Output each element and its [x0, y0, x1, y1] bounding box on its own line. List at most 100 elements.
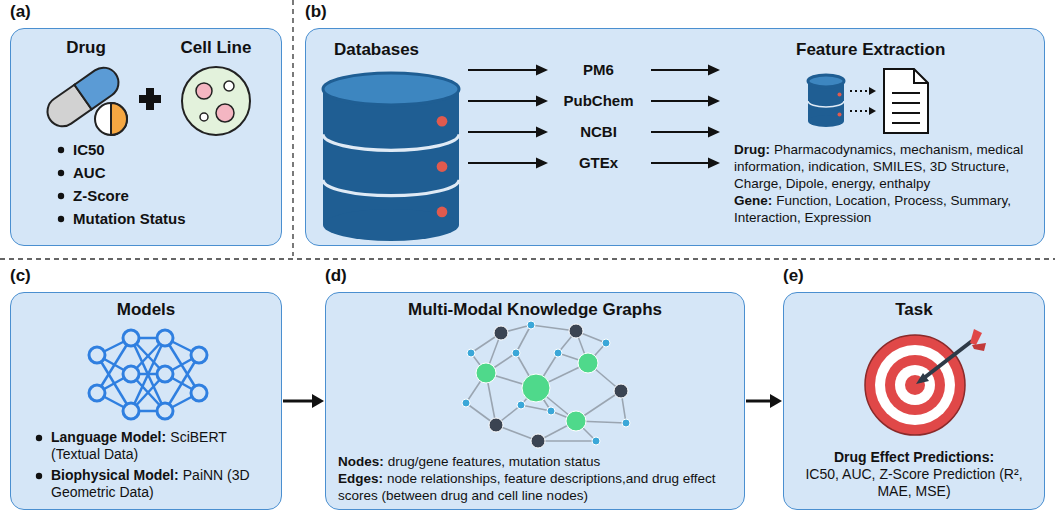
connector-line [283, 400, 312, 403]
database-icon [323, 89, 459, 225]
document-line [892, 112, 920, 114]
text-line: Databases [334, 41, 419, 58]
target-ring [875, 345, 955, 425]
cell-organelle [224, 81, 234, 91]
arrowhead [312, 394, 324, 408]
text-line: Models [11, 301, 281, 318]
text-block: Multi-Modal Knowledge Graphs [326, 301, 744, 318]
heading-text: Gene: [734, 193, 772, 208]
graph-node [512, 349, 520, 357]
arrow-line [468, 131, 546, 133]
text-block: (e) [783, 267, 804, 284]
database-light [437, 116, 448, 127]
network-neuron [191, 347, 207, 363]
graph-node [592, 437, 600, 445]
capsule-half [74, 62, 124, 110]
cell-organelle [216, 104, 234, 122]
network-neuron [157, 330, 173, 346]
heading-text: Language Model: [51, 429, 166, 445]
graph-node [489, 418, 503, 432]
document-line [892, 92, 920, 94]
heading-text: Multi-Modal Knowledge Graphs [408, 300, 662, 319]
database-light [437, 161, 448, 172]
small-database-icon [808, 115, 844, 127]
text-block: (c) [10, 267, 31, 284]
graph-node [494, 326, 508, 340]
flow-arrow [283, 394, 324, 408]
divider-line [292, 0, 293, 256]
text-block: PubChem [551, 92, 646, 109]
database-light [437, 207, 448, 218]
graph-node [614, 384, 628, 398]
heading-text: (a) [10, 2, 31, 21]
network-neuron [89, 385, 105, 401]
bullet-dot [58, 193, 64, 199]
flow-arrow [746, 394, 782, 408]
bullet-dot [58, 147, 64, 153]
text-block: Models [11, 301, 281, 318]
dart-fletching [972, 343, 986, 351]
arrowhead [536, 158, 548, 169]
text-block: Language Model:SciBERT (Textual Data) [51, 429, 251, 463]
dart-shaft [920, 341, 972, 381]
graph-node [566, 411, 586, 431]
bullet-dot [36, 473, 42, 479]
body-text: drug/gene features, mutation status [388, 454, 600, 469]
text-block: Cell Line [161, 39, 271, 56]
panel-box: (d)Multi-Modal Knowledge GraphsNodes:dru… [325, 292, 745, 510]
arrow-line [651, 100, 718, 102]
text-line: IC50, AUC, Z-Score Prediction (R², MAE, … [804, 466, 1024, 500]
graph-node [578, 353, 598, 373]
graph-node [569, 324, 583, 338]
text-line: Mutation Status [73, 210, 186, 227]
graph-node [462, 399, 470, 407]
text-block: (b) [305, 3, 327, 20]
tablet-half [111, 103, 127, 135]
text-line: Feature Extraction [796, 41, 945, 58]
graph-node [527, 321, 535, 329]
text-line: GTEx [551, 154, 646, 171]
panel-box: (a)DrugCell LineIC50AUCZ-ScoreMutation S… [10, 28, 282, 246]
arrowhead [536, 127, 548, 138]
heading-text: Z-Score [73, 187, 129, 204]
arrowhead [708, 96, 720, 107]
graph-node [531, 434, 545, 448]
target-ring [885, 355, 945, 415]
body-text: Pharmacodynamics, mechanism, medical inf… [734, 142, 1023, 191]
text-block: (d) [325, 267, 347, 284]
database-icon [323, 73, 459, 105]
database-band [323, 134, 459, 150]
text-block: Feature Extraction [796, 41, 945, 58]
network-link [165, 355, 199, 411]
graph-node [622, 419, 630, 427]
heading-text: IC50 [73, 141, 105, 158]
bullet-dot [58, 216, 64, 222]
graph-node [522, 374, 550, 402]
document-icon [884, 69, 928, 133]
text-line: (a) [10, 3, 31, 20]
arrowhead [770, 394, 782, 408]
plus-sign [146, 88, 154, 110]
heading-text: Mutation Status [73, 210, 186, 227]
graph-edge [538, 440, 596, 442]
network-neuron [157, 403, 173, 419]
heading-text: Feature Extraction [796, 40, 945, 59]
network-neuron [123, 366, 139, 382]
text-block: Databases [334, 41, 419, 58]
text-block: (a) [10, 3, 31, 20]
document-line [892, 122, 920, 124]
network-neuron [157, 366, 173, 382]
heading-text: Drug: [734, 142, 770, 157]
heading-text: Drug Effect Predictions: [834, 449, 994, 465]
graph-node [476, 363, 496, 383]
heading-text: (d) [325, 266, 347, 285]
heading-text: Task [895, 300, 933, 319]
arrowhead [708, 127, 720, 138]
network-neuron [123, 403, 139, 419]
bullet-dot [36, 435, 42, 441]
network-link [97, 338, 131, 393]
graph-node [517, 401, 525, 409]
text-line: Drug [36, 39, 136, 56]
target-ring [895, 365, 935, 405]
body-text: node relationships, feature descriptions… [338, 471, 716, 503]
